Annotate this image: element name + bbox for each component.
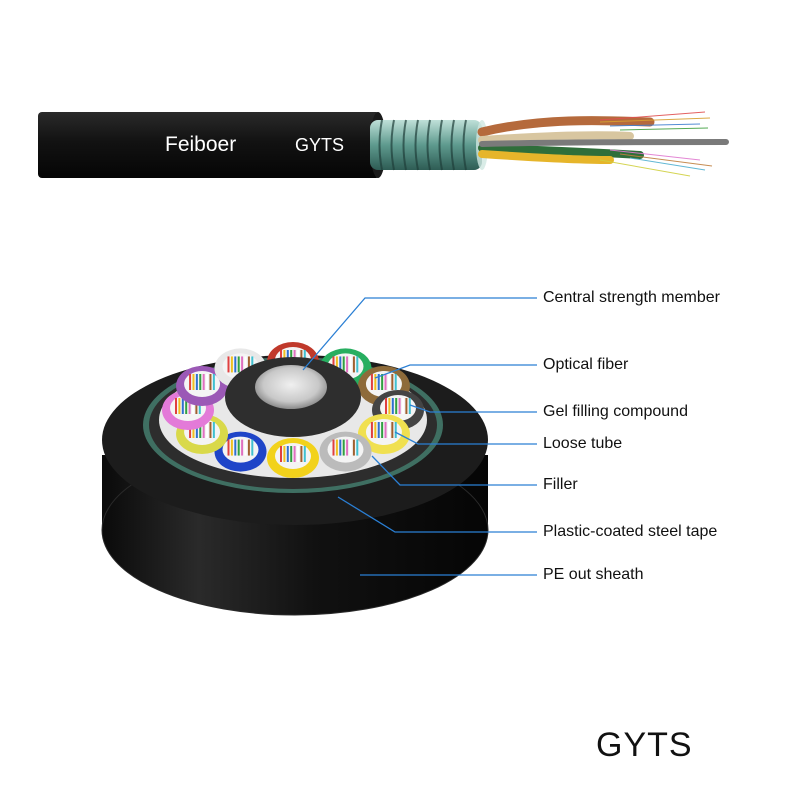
leader-lines xyxy=(302,297,537,576)
loose-tube xyxy=(319,431,372,472)
loose-tube xyxy=(357,414,410,454)
label-gel-filling-compound: Gel filling compound xyxy=(543,403,688,420)
loose-tube xyxy=(176,366,229,406)
label-loose-tube: Loose tube xyxy=(543,435,623,452)
footer-model-title: GYTS xyxy=(596,726,693,764)
cable-side-view: Feiboer GYTS xyxy=(38,111,729,178)
label-central-strength-member: Central strength member xyxy=(543,289,720,306)
label-optical-fiber: Optical fiber xyxy=(543,356,629,373)
leader-central-strength-member xyxy=(302,297,537,371)
leader-plastic-coated-steel-tape xyxy=(337,496,537,533)
cable-cross-section xyxy=(101,342,489,616)
sheath-brand-text: Feiboer xyxy=(165,133,236,156)
steel-armor-section xyxy=(370,119,488,171)
leader-gel-filling-compound xyxy=(409,404,537,413)
loose-tube xyxy=(214,431,267,472)
sheath-model-text: GYTS xyxy=(295,135,344,155)
label-plastic-coated-steel-tape: Plastic-coated steel tape xyxy=(543,523,718,540)
exposed-tubes xyxy=(477,111,729,177)
leader-loose-tube xyxy=(394,431,537,445)
label-filler: Filler xyxy=(543,476,578,493)
label-pe-out-sheath: PE out sheath xyxy=(543,566,644,583)
central-strength-member xyxy=(255,365,327,409)
loose-tube xyxy=(267,438,319,478)
leader-optical-fiber xyxy=(374,364,537,379)
leader-filler xyxy=(371,455,537,486)
outer-sheath xyxy=(38,112,380,178)
